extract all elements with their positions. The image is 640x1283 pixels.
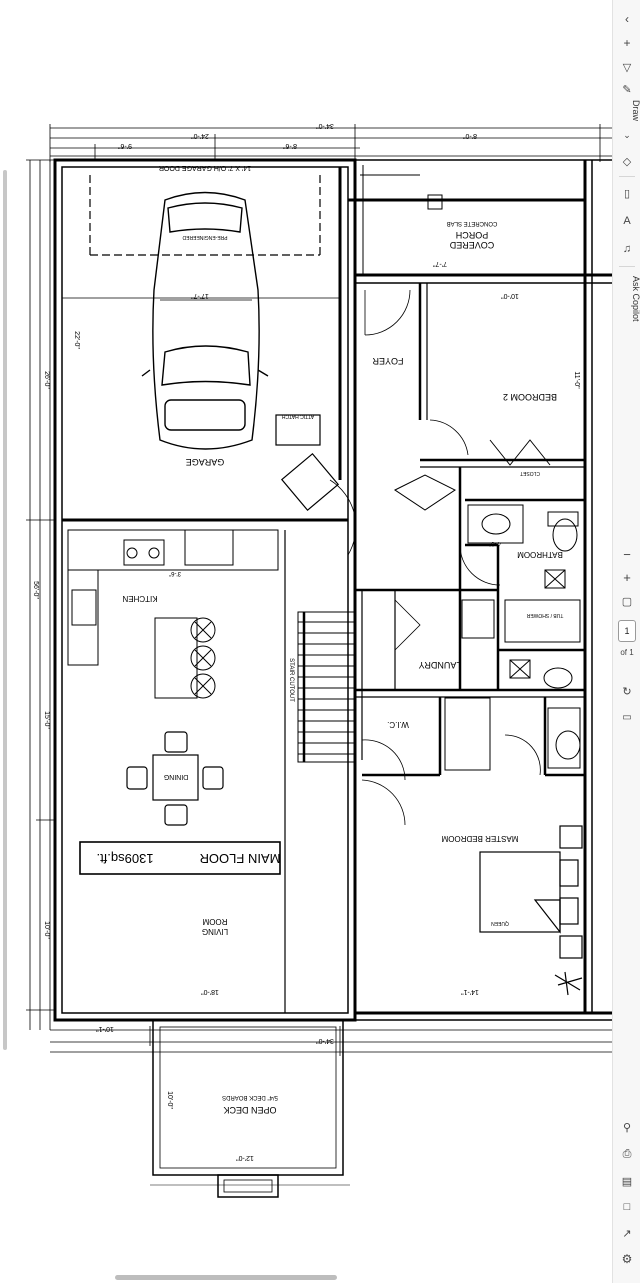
label-living-2: ROOM xyxy=(202,917,227,926)
label-tub-shower: TUB / SHOWER xyxy=(526,612,563,618)
title-box xyxy=(79,841,281,875)
save-icon[interactable]: ▤ xyxy=(621,1175,633,1188)
label-garage: GARAGE xyxy=(186,457,225,467)
erase-icon[interactable]: ◇ xyxy=(622,155,632,168)
dim-bed2-10: 10'-0" xyxy=(501,292,519,299)
car-drawing xyxy=(141,191,269,450)
staircase xyxy=(297,611,355,763)
zoom-out-button[interactable]: − xyxy=(623,546,631,562)
page-number-input[interactable]: 1 xyxy=(618,620,636,642)
share-icon[interactable]: ↗ xyxy=(622,1227,632,1240)
pdf-toolbar: ‹ + ▽ ✎ Draw ⌄ ◇ ▯ A ♫ Ask Copilot − + ▢… xyxy=(612,0,640,1283)
covered-porch xyxy=(348,165,585,275)
exterior-walls xyxy=(53,158,612,1022)
label-deck: OPEN DECK xyxy=(223,1105,276,1115)
top-dimension-lines xyxy=(49,124,612,162)
search-icon[interactable]: ⚲ xyxy=(622,1121,632,1134)
dim-left-15: 15'-0" xyxy=(43,711,50,729)
dim-left-10: 10'-0" xyxy=(43,921,50,939)
label-trusses: PRE-ENGINEERED xyxy=(182,234,227,240)
print-icon[interactable]: ⎙ xyxy=(622,1147,632,1160)
plus-icon[interactable]: + xyxy=(623,36,631,50)
label-laundry: LAUNDRY xyxy=(419,660,462,670)
zoom-in-button[interactable]: + xyxy=(623,569,631,585)
dim-porch-width: 8'-0" xyxy=(463,132,477,139)
label-porch-slab: CONCRETE SLAB xyxy=(447,220,498,226)
label-area: 1309sq.ft. xyxy=(96,851,153,866)
draw-icon[interactable]: ✎ xyxy=(622,83,632,96)
dim-master-14: 14'-1" xyxy=(461,988,479,995)
label-stair-cutout: STAIR CUTOUT xyxy=(288,658,294,702)
text-icon[interactable]: A xyxy=(623,215,631,227)
vertical-scrollbar[interactable] xyxy=(3,170,7,1050)
label-dining: DINING xyxy=(164,773,189,780)
highlight-icon[interactable]: ▽ xyxy=(622,61,632,74)
label-bedroom2: BEDROOM 2 xyxy=(503,392,557,402)
left-dimension-lines xyxy=(26,159,55,1030)
label-porch-1: COVERED xyxy=(449,240,494,250)
queen-bed xyxy=(479,825,583,996)
label-garage-door: 14' X 7' O/H GARAGE DOOR xyxy=(159,164,251,171)
interior-walls xyxy=(284,283,585,1013)
dim-left-56: 56'-0" xyxy=(32,581,39,599)
dim-garage-inner: 17'-7" xyxy=(191,292,209,299)
label-closet-bed2: CLOSET xyxy=(520,470,540,476)
dim-deck-12: 12'-0" xyxy=(236,1154,254,1161)
ask-copilot-label[interactable]: Ask Copilot xyxy=(631,276,640,322)
bottom-dimension-lines xyxy=(50,1026,612,1056)
dim-bottom-34: 34'-0" xyxy=(316,1037,334,1044)
dim-garage-depth: 22'-0" xyxy=(73,331,80,349)
dim-left-seg: 9'-6" xyxy=(118,142,132,149)
label-main-floor: MAIN FLOOR xyxy=(200,851,281,866)
dim-garage-width: 24'-0" xyxy=(191,132,209,139)
label-queen: QUEEN xyxy=(491,920,509,926)
dim-bath-4: 4'-0" xyxy=(489,540,501,546)
save-as-icon[interactable]: □ xyxy=(623,1201,631,1213)
dim-porch-7: 7'-7" xyxy=(433,260,447,267)
page-view-icon[interactable]: ▯ xyxy=(623,187,631,200)
label-wic: W.I.C. xyxy=(387,720,409,729)
fit-page-icon[interactable]: ▢ xyxy=(621,595,633,608)
draw-label[interactable]: Draw xyxy=(631,100,640,122)
dim-overall-width: 34'-0" xyxy=(316,122,334,129)
horizontal-scrollbar[interactable] xyxy=(115,1275,337,1280)
chevron-down-icon[interactable]: ⌄ xyxy=(623,129,631,140)
kitchen xyxy=(67,529,279,699)
dim-right-seg: 8'-6" xyxy=(283,142,297,149)
dim-deck-10: 10'-0" xyxy=(166,1091,173,1109)
label-bathroom: BATHROOM xyxy=(517,550,563,559)
dim-bottom-10-1: 10'-1" xyxy=(96,1025,114,1032)
label-porch-2: PORCH xyxy=(456,230,489,240)
dim-living-18: 18'-0" xyxy=(201,988,219,995)
label-attic-hatch: ATTIC HATCH xyxy=(281,413,314,419)
rotate-icon[interactable]: ↻ xyxy=(622,685,632,698)
dim-left-26: 26'-0" xyxy=(43,371,50,389)
label-master: MASTER BEDROOM xyxy=(441,834,518,843)
floor-plan-drawing: GARAGE 14' X 7' O/H GARAGE DOOR ATTIC HA… xyxy=(26,122,612,1198)
label-deck-boards: 5/4" DECK BOARDS xyxy=(222,1094,278,1100)
read-aloud-icon[interactable]: ♫ xyxy=(622,243,632,255)
dining-table xyxy=(126,731,224,826)
label-living-1: LIVING xyxy=(202,927,228,936)
dim-kitchen-3: 3'-6" xyxy=(169,570,181,576)
bathroom-fixtures xyxy=(444,504,581,771)
dim-bed2-11: 11'-0" xyxy=(573,371,580,389)
settings-icon[interactable]: ⚙ xyxy=(621,1252,633,1266)
label-kitchen: KITCHEN xyxy=(122,594,157,603)
page-layout-icon[interactable]: ▭ xyxy=(622,711,632,723)
open-deck xyxy=(150,1019,350,1198)
pdf-viewer[interactable]: GARAGE 14' X 7' O/H GARAGE DOOR ATTIC HA… xyxy=(0,0,612,1283)
label-foyer: FOYER xyxy=(372,356,404,366)
door-swings xyxy=(361,289,551,826)
garage xyxy=(62,167,357,556)
page-count: of 1 xyxy=(620,648,634,657)
chevron-left-icon[interactable]: ‹ xyxy=(625,12,629,26)
